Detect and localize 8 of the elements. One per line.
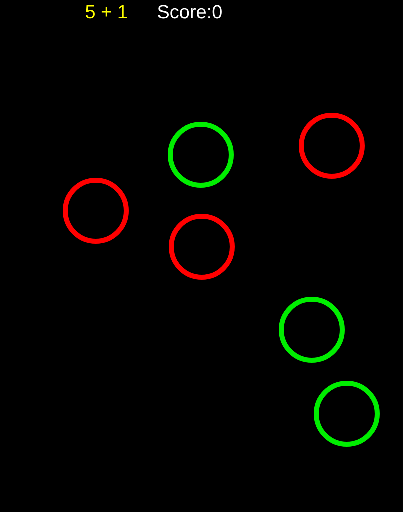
ring <box>314 381 380 447</box>
ring <box>63 178 129 244</box>
ring <box>279 297 345 363</box>
ring <box>168 122 234 188</box>
ring <box>169 214 235 280</box>
score-text: 5 + 1 <box>86 5 128 19</box>
ring <box>299 113 365 179</box>
score-text: Score:0 <box>158 5 222 19</box>
